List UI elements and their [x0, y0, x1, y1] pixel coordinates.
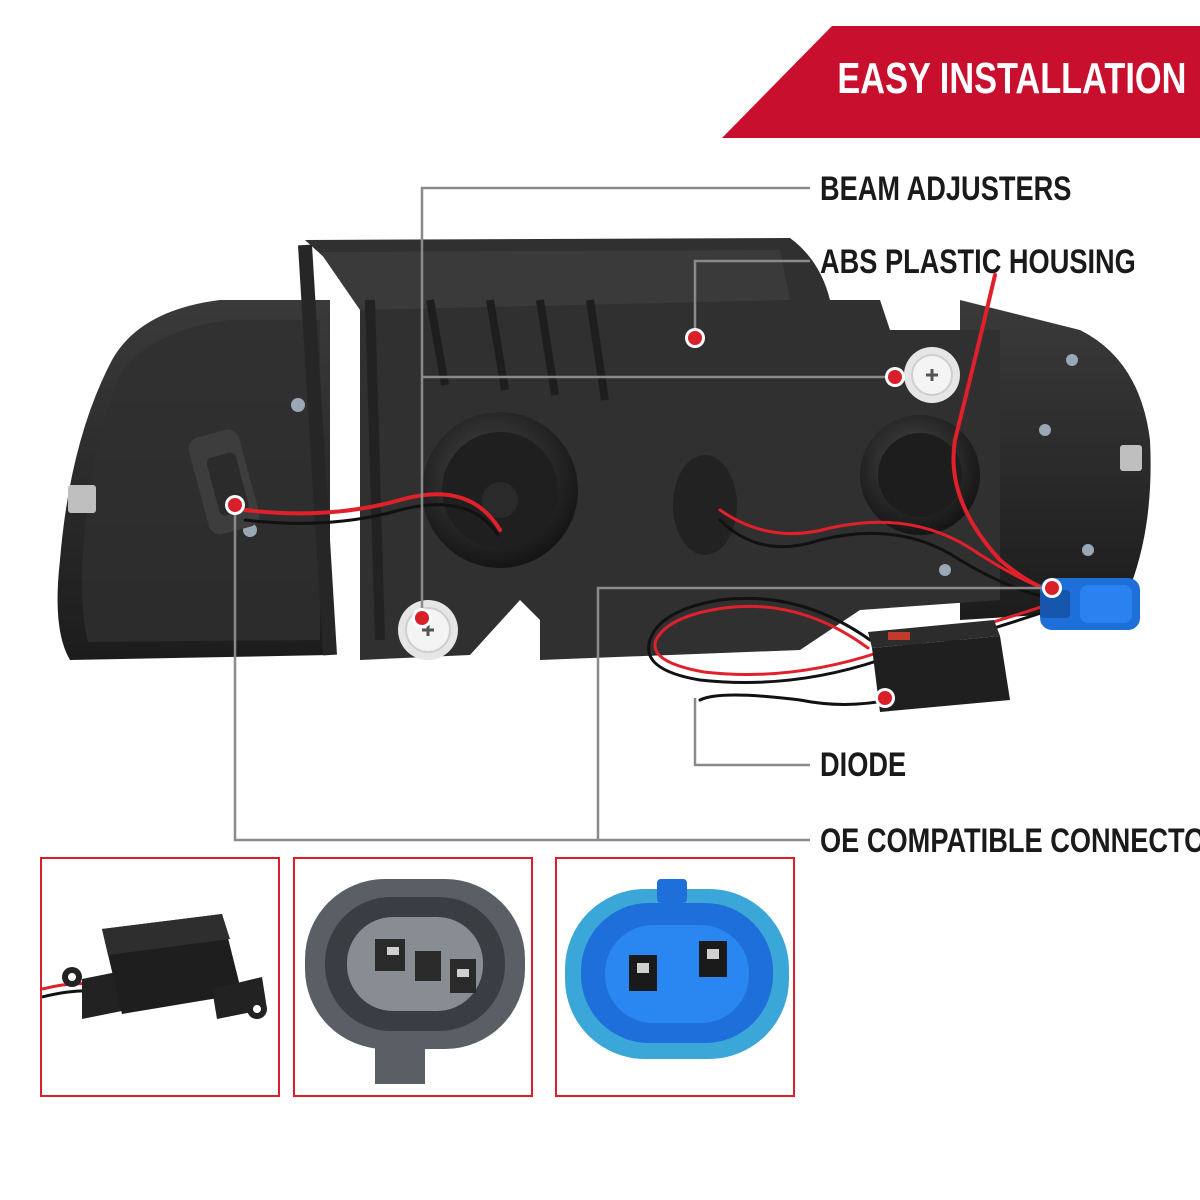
- inset-diode-module: [40, 857, 280, 1097]
- blue-plug-connector: [1040, 578, 1140, 630]
- inset-gray-connector: [293, 857, 533, 1097]
- marker-icon: [1042, 578, 1062, 598]
- blue-connector-photo: [565, 879, 789, 1059]
- marker-icons: [225, 328, 1062, 708]
- callout-diode: DIODE: [820, 746, 907, 784]
- marker-icon: [875, 688, 895, 708]
- inset-blue-connector: [555, 857, 795, 1097]
- diode-module-photo: [42, 914, 267, 1019]
- banner-title: EASY INSTALLATION: [837, 54, 1186, 103]
- right-lens-body: [960, 300, 1151, 620]
- callout-abs-plastic-housing: ABS PLASTIC HOUSING: [820, 243, 1136, 281]
- callout-oe-compatible-connectors: OE COMPATIBLE CONNECTORS: [820, 822, 1200, 860]
- marker-icon: [885, 367, 905, 387]
- beam-adjuster-knob-bottom: [398, 600, 458, 660]
- callout-beam-adjusters: BEAM ADJUSTERS: [820, 170, 1072, 208]
- beam-adjuster-knob-top: [904, 347, 960, 403]
- marker-icon: [685, 328, 705, 348]
- marker-icon: [225, 495, 245, 515]
- diode-module: [868, 620, 1010, 712]
- headlight-illustration: [57, 186, 1151, 842]
- gray-connector-photo: [305, 879, 525, 1084]
- marker-icon: [412, 608, 432, 628]
- banner-background: [722, 26, 1200, 138]
- leader-lines: [233, 186, 1050, 842]
